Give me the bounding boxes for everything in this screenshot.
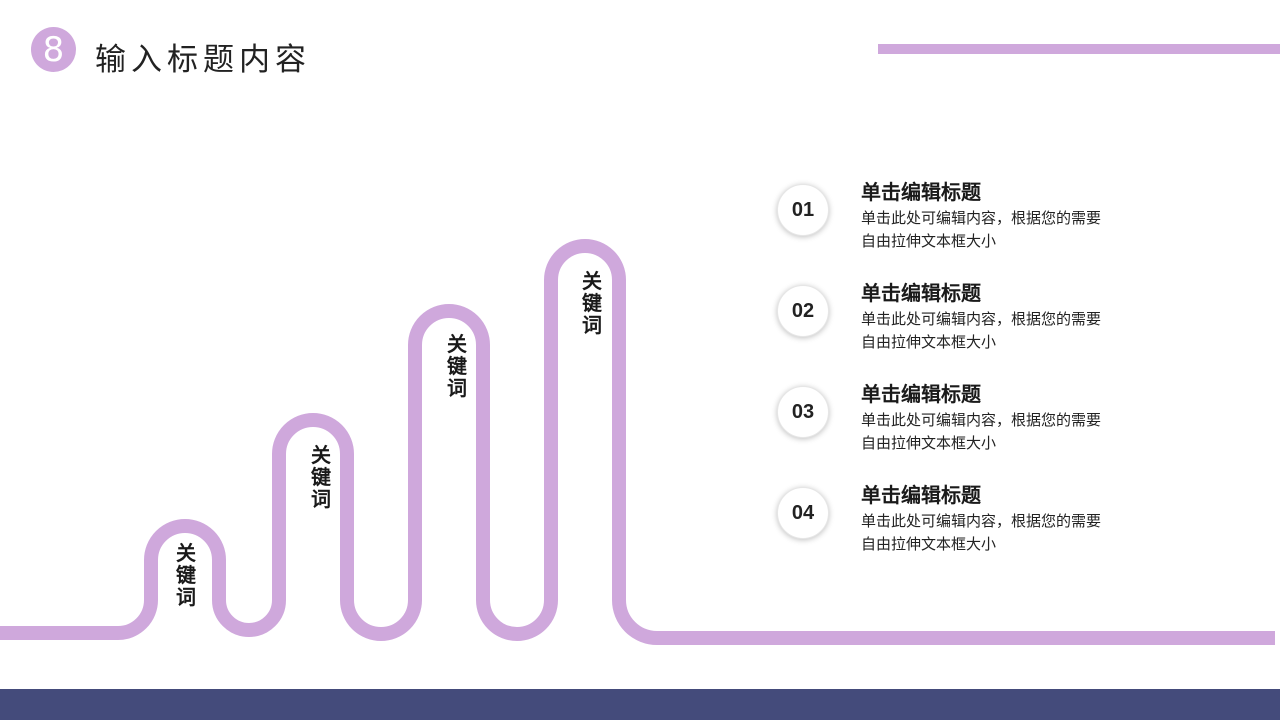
item-title[interactable]: 单击编辑标题 [861,483,981,507]
item-number-circle: 01 [777,184,829,236]
item-description[interactable]: 单击此处可编辑内容，根据您的需要自由拉伸文本框大小 [861,310,1102,351]
list-item: 01 单击编辑标题 单击此处可编辑内容，根据您的需要自由拉伸文本框大小 [777,176,1157,266]
list-item: 04 单击编辑标题 单击此处可编辑内容，根据您的需要自由拉伸文本框大小 [777,479,1157,569]
page-title[interactable]: 输入标题内容 [95,42,311,78]
keyword-label-4[interactable]: 关键词 [582,269,602,337]
slide-number-badge: 8 [31,27,76,72]
item-number-circle: 03 [777,386,829,438]
item-title[interactable]: 单击编辑标题 [861,180,981,204]
header-divider [878,44,1280,54]
item-description[interactable]: 单击此处可编辑内容，根据您的需要自由拉伸文本框大小 [861,512,1102,553]
keyword-label-2[interactable]: 关键词 [311,443,331,511]
item-description[interactable]: 单击此处可编辑内容，根据您的需要自由拉伸文本框大小 [861,209,1102,250]
footer-band [0,689,1280,720]
keyword-label-1[interactable]: 关键词 [176,541,196,609]
item-description[interactable]: 单击此处可编辑内容，根据您的需要自由拉伸文本框大小 [861,411,1102,452]
list-item: 03 单击编辑标题 单击此处可编辑内容，根据您的需要自由拉伸文本框大小 [777,378,1157,468]
keyword-label-3[interactable]: 关键词 [447,332,467,400]
list-item: 02 单击编辑标题 单击此处可编辑内容，根据您的需要自由拉伸文本框大小 [777,277,1157,367]
item-title[interactable]: 单击编辑标题 [861,382,981,406]
item-number-circle: 04 [777,487,829,539]
item-number-circle: 02 [777,285,829,337]
item-title[interactable]: 单击编辑标题 [861,281,981,305]
